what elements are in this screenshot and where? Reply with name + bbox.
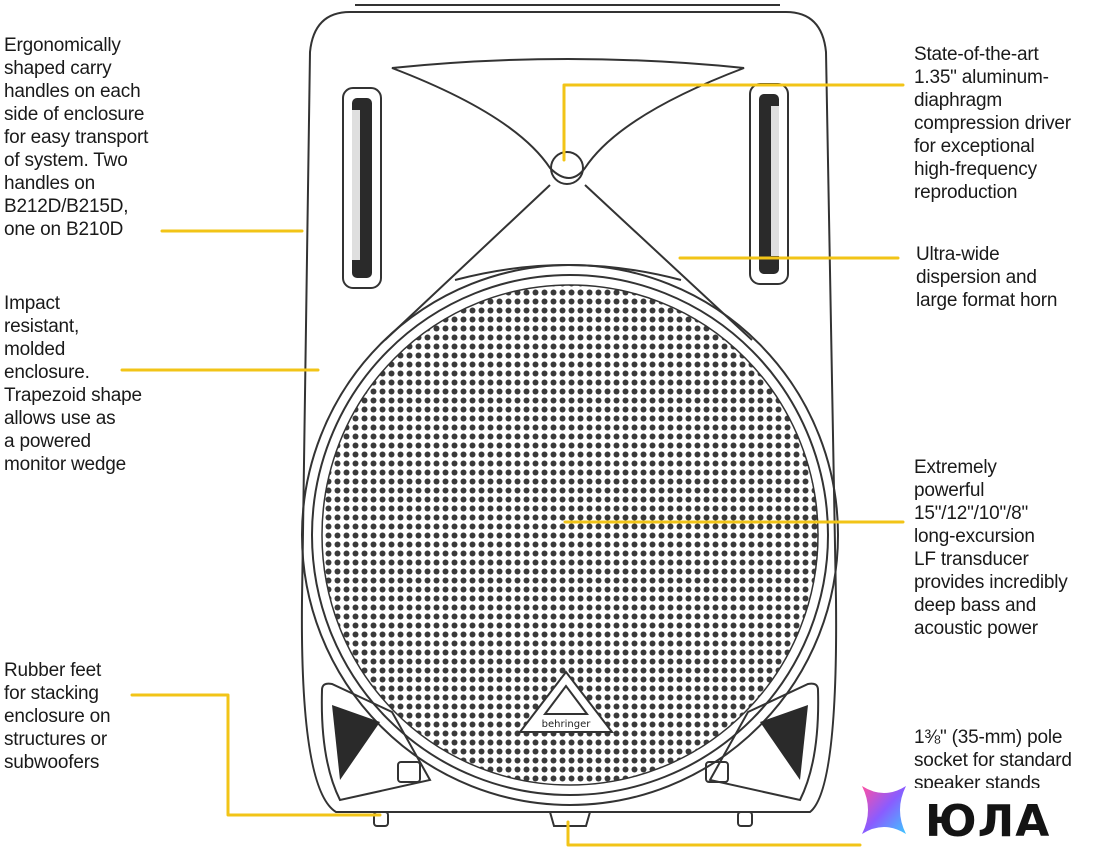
behringer-logo-badge: behringer bbox=[517, 670, 615, 733]
callout-feet: Rubber feet for stacking enclosure on st… bbox=[4, 660, 111, 773]
right-handle bbox=[749, 83, 789, 285]
yula-logo-icon bbox=[862, 786, 906, 834]
grille-logo-text: behringer bbox=[542, 719, 592, 730]
leader-pole bbox=[566, 820, 862, 847]
callout-handles: Ergonomically shaped carry handles on ea… bbox=[4, 35, 149, 240]
callout-horn: Ultra-wide dispersion and large format h… bbox=[916, 244, 1058, 311]
speaker-grille bbox=[301, 264, 839, 806]
pole-socket bbox=[548, 811, 592, 827]
callout-enclosure: Impact resistant, molded enclosure. Trap… bbox=[4, 293, 142, 475]
callout-transducer: Extremely powerful 15"/12"/10"/8" long-e… bbox=[914, 457, 1068, 639]
left-handle bbox=[342, 87, 382, 289]
leader-driver bbox=[562, 83, 905, 162]
watermark-text: ЮЛА bbox=[925, 796, 1051, 847]
callout-driver: State-of-the-art 1.35" aluminum- diaphra… bbox=[914, 44, 1071, 203]
callout-pole: 1⅜" (35-mm) pole socket for standard spe… bbox=[914, 727, 1072, 788]
leader-feet bbox=[130, 693, 382, 817]
left-foot bbox=[320, 682, 432, 827]
right-foot bbox=[705, 682, 820, 827]
